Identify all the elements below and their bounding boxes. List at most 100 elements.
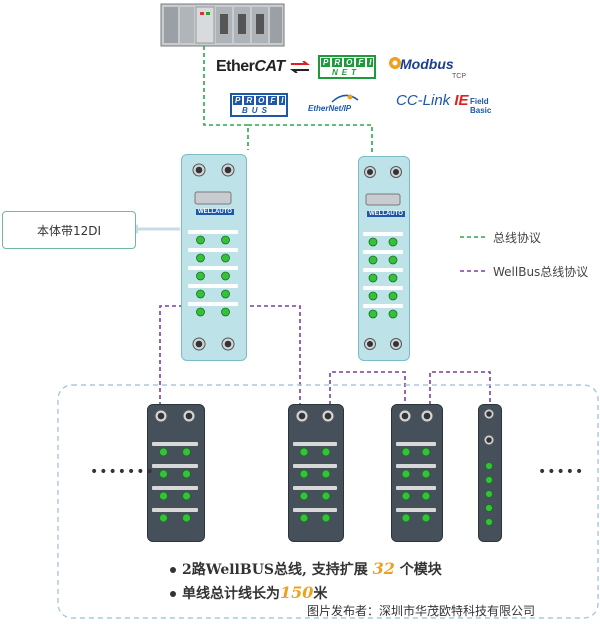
coupler-1-port bbox=[196, 253, 205, 263]
coupler-2-label-strip bbox=[363, 250, 403, 254]
coupler-2-port bbox=[388, 255, 398, 265]
builtin-12di-callout: 本体带12DI bbox=[2, 211, 136, 249]
expansion-module-2-port bbox=[299, 491, 309, 501]
bullet-dot bbox=[170, 591, 176, 597]
modbus-gear-icon bbox=[389, 57, 401, 69]
expansion-module-3-port bbox=[401, 513, 411, 523]
expansion-module-1-label-strip bbox=[152, 464, 198, 468]
coupler-1-port bbox=[221, 289, 230, 299]
coupler-1-port bbox=[221, 271, 230, 281]
coupler-1-dsub-port bbox=[194, 191, 232, 205]
expansion-module-1 bbox=[147, 404, 205, 542]
expansion-module-1-port bbox=[159, 469, 168, 479]
expansion-module-1-in-connector-core bbox=[157, 412, 165, 420]
coupler-1-port bbox=[196, 307, 205, 317]
coupler-2-port bbox=[368, 237, 378, 247]
ethernetip-swoosh-icon bbox=[331, 94, 359, 103]
coupler-1-top-connector-a-core bbox=[195, 166, 203, 174]
expansion-module-1-port bbox=[182, 447, 191, 457]
coupler-1-port bbox=[221, 253, 230, 263]
coupler-1-port bbox=[196, 235, 205, 245]
expansion-module-2-port bbox=[321, 469, 331, 479]
expansion-module-3-port bbox=[421, 513, 431, 523]
expansion-module-3-port bbox=[421, 447, 431, 457]
expansion-module-3-label-strip bbox=[396, 464, 436, 468]
ethercat-arrows-icon bbox=[289, 59, 310, 74]
expansion-module-1-port bbox=[182, 513, 191, 523]
coupler-1-label-strip bbox=[188, 230, 238, 234]
publisher-watermark: 图片发布者：深圳市华茂欧特科技有限公司 bbox=[307, 604, 536, 618]
coupler-2-port bbox=[368, 309, 378, 319]
coupler-1-port bbox=[196, 271, 205, 281]
expansion-module-1-port bbox=[182, 469, 191, 479]
expansion-module-4-out-connector-core bbox=[486, 437, 492, 443]
expansion-module-4-in-connector-core bbox=[486, 411, 492, 417]
coupler-1-label-strip bbox=[188, 302, 238, 306]
expansion-module-1-label-strip bbox=[152, 442, 198, 446]
expansion-module-2 bbox=[288, 404, 344, 542]
expansion-module-1-out-connector-core bbox=[185, 412, 193, 420]
coupler-2-label-strip bbox=[363, 286, 403, 290]
coupler-2-label-strip bbox=[363, 232, 403, 236]
expansion-module-3-port bbox=[401, 491, 411, 501]
ethercat-logo: EtherCAT bbox=[216, 58, 311, 76]
expansion-module-3-in-connector-core bbox=[401, 412, 409, 420]
expansion-module-2-port bbox=[321, 513, 331, 523]
wellbus-line-4 bbox=[429, 371, 491, 405]
legend-bus-label: 总线协议 bbox=[493, 231, 542, 245]
coupler-2-port bbox=[388, 291, 398, 301]
coupler-2-port bbox=[368, 273, 378, 283]
expansion-module-4-port bbox=[485, 462, 493, 470]
coupler-2-dsub-port bbox=[365, 193, 401, 206]
coupler-2-port bbox=[368, 255, 378, 265]
expansion-module-3-label-strip bbox=[396, 508, 436, 512]
bullet-cable-length: 单线总计线长为150米 bbox=[170, 583, 327, 603]
coupler-module-1 bbox=[181, 154, 247, 361]
wellbus-line-2 bbox=[236, 305, 301, 405]
coupler-module-2 bbox=[358, 156, 410, 361]
expansion-frame bbox=[57, 384, 599, 619]
expansion-module-2-out-connector-core bbox=[324, 412, 332, 420]
legend-wellbus-label: WellBus总线协议 bbox=[493, 265, 589, 279]
expansion-module-2-port bbox=[321, 491, 331, 501]
expansion-module-3-label-strip bbox=[396, 486, 436, 490]
coupler-2-port bbox=[368, 291, 378, 301]
coupler-2-bottom-connector-a-core bbox=[366, 340, 374, 348]
coupler-2-label-strip bbox=[363, 304, 403, 308]
coupler-2-brand-label: WELLAUTO bbox=[367, 211, 405, 217]
expansion-module-2-label-strip bbox=[293, 464, 337, 468]
coupler-1-top-connector-b-core bbox=[224, 166, 232, 174]
expansion-module-4-port bbox=[485, 476, 493, 484]
expansion-module-2-port bbox=[299, 447, 309, 457]
expansion-module-3-port bbox=[421, 469, 431, 479]
coupler-1-label-strip bbox=[188, 284, 238, 288]
expansion-module-3-label-strip bbox=[396, 442, 436, 446]
expansion-module-1-label-strip bbox=[152, 508, 198, 512]
expansion-module-1-port bbox=[159, 491, 168, 501]
bullet-wellbus-expansion: 2路WellBUS总线, 支持扩展 32 个模块 bbox=[170, 559, 442, 579]
expansion-module-3 bbox=[391, 404, 443, 542]
coupler-1-label-strip bbox=[188, 266, 238, 270]
coupler-1-port bbox=[221, 235, 230, 245]
ellipsis-left: ••••••• bbox=[90, 464, 155, 480]
expansion-module-2-port bbox=[321, 447, 331, 457]
bus-line-plc-to-module1 bbox=[203, 46, 249, 150]
expansion-module-2-label-strip bbox=[293, 442, 337, 446]
expansion-module-3-port bbox=[401, 447, 411, 457]
expansion-module-4-port bbox=[485, 518, 493, 526]
modbus-tcp-label: TCP bbox=[452, 73, 466, 80]
expansion-module-1-label-strip bbox=[152, 486, 198, 490]
coupler-2-label-strip bbox=[363, 268, 403, 272]
expansion-module-3-port bbox=[401, 469, 411, 479]
wellbus-line-1 bbox=[159, 305, 190, 405]
ellipsis-right: ••••• bbox=[538, 464, 585, 480]
coupler-2-port bbox=[388, 237, 398, 247]
bullet-dot bbox=[170, 567, 176, 573]
coupler-1-brand-label: WELLAUTO bbox=[196, 209, 234, 215]
modbus-logo: Modbus bbox=[400, 56, 454, 72]
coupler-1-label-strip bbox=[188, 248, 238, 252]
wellbus-line-3 bbox=[329, 371, 406, 405]
expansion-module-3-out-connector-core bbox=[423, 412, 431, 420]
